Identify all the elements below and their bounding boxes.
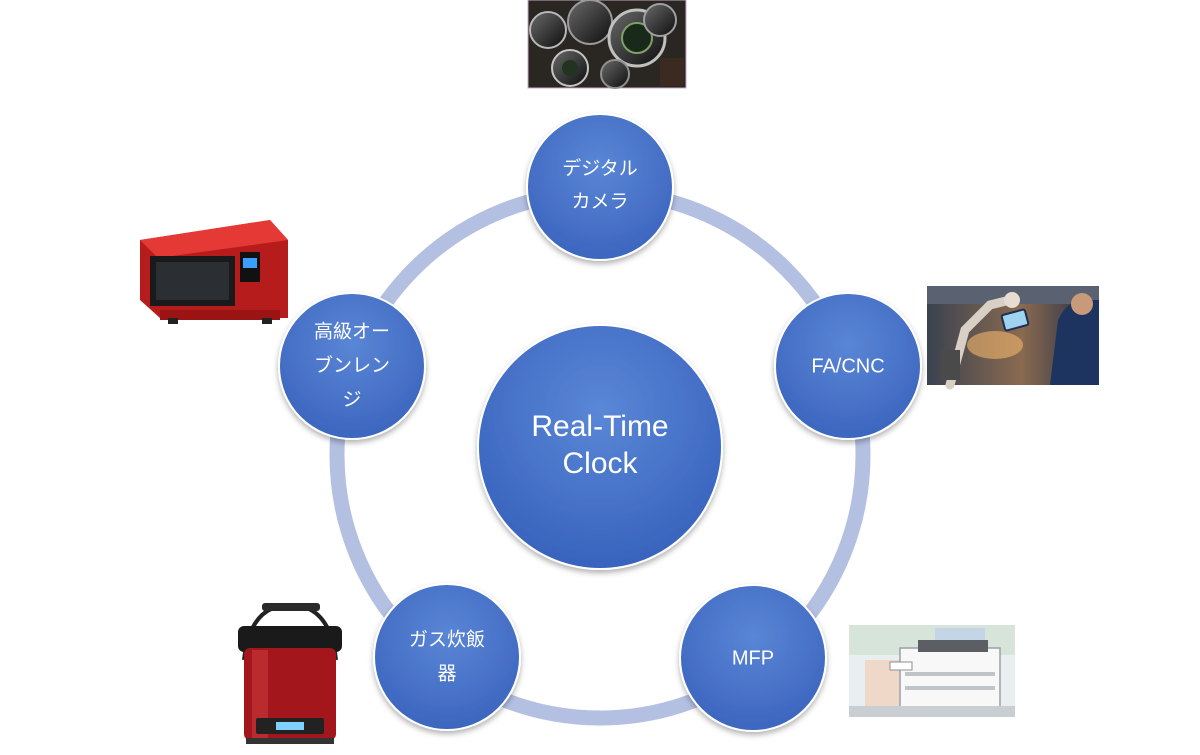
node-premium-oven-range xyxy=(278,292,426,440)
node-digital-camera xyxy=(526,113,674,261)
node-mfp xyxy=(679,584,827,732)
node-premium-oven-range-label-2: ブンレン xyxy=(314,354,390,377)
center-label-line-2: Clock xyxy=(562,447,638,480)
office-printer-photo-icon xyxy=(849,625,1015,717)
node-gas-rice-cooker xyxy=(373,583,521,731)
rice-cooker-photo-icon xyxy=(238,602,342,744)
node-mfp-label: MFP xyxy=(732,647,774,669)
node-digital-camera-label-2: カメラ xyxy=(571,191,628,213)
node-premium-oven-range-label-1: 高級オー xyxy=(314,321,390,343)
center-label-line-1: Real-Time xyxy=(531,410,668,443)
factory-robot-photo-icon xyxy=(927,286,1099,390)
microwave-oven-photo-icon xyxy=(140,220,288,324)
node-fa-cnc-label: FA/CNC xyxy=(811,355,884,377)
node-digital-camera-label-1: デジタル xyxy=(562,158,638,180)
node-premium-oven-range-label-3: ジ xyxy=(342,389,361,411)
node-gas-rice-cooker-label-2: 器 xyxy=(437,663,456,685)
node-fa-cnc xyxy=(774,292,922,440)
node-gas-rice-cooker-label-1: ガス炊飯 xyxy=(409,629,485,651)
camera-lenses-photo-icon xyxy=(527,0,687,89)
center-node xyxy=(477,324,723,570)
